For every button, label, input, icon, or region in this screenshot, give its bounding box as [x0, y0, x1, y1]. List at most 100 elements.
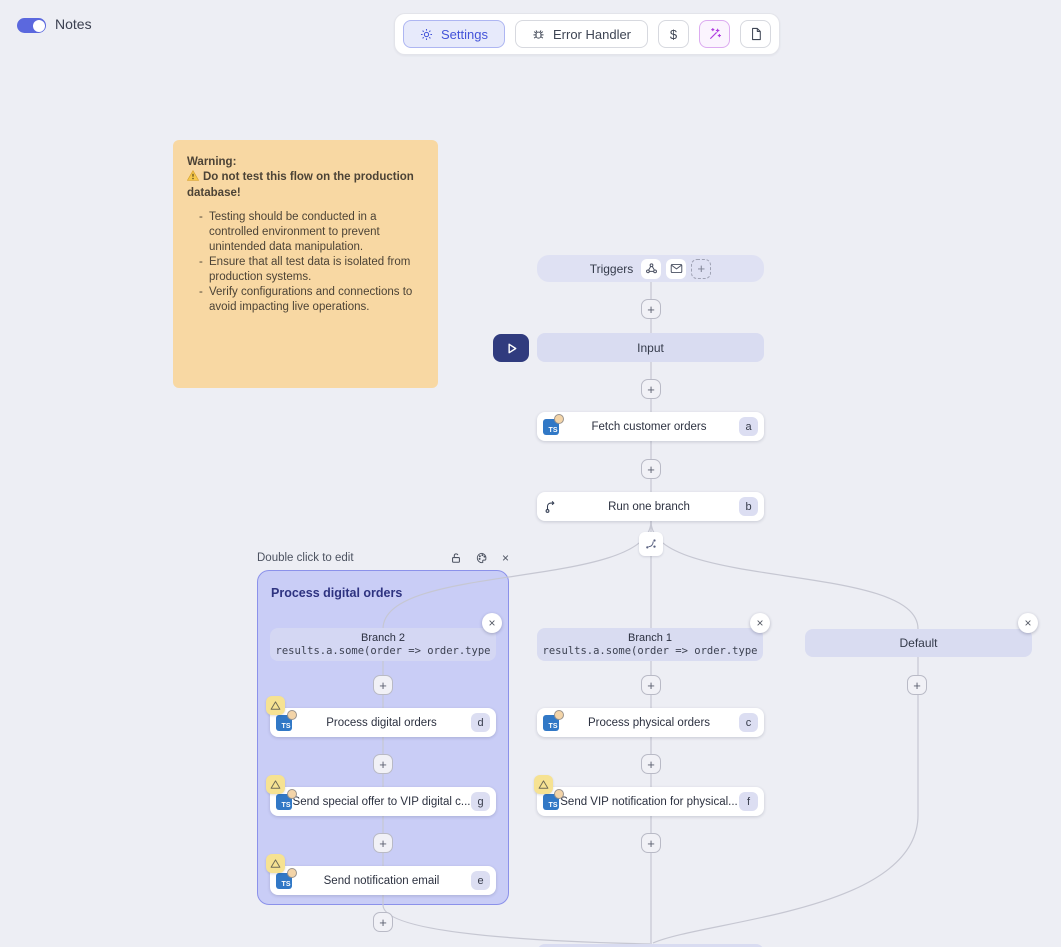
warning-note-title: Warning:: [187, 154, 424, 170]
add-step-button[interactable]: +: [641, 379, 661, 399]
node-fetch-customer-orders[interactable]: TS Fetch customer orders a: [537, 412, 764, 441]
emoji-badge-icon: [287, 710, 297, 720]
triggers-label: Triggers: [590, 262, 634, 276]
default-close-button[interactable]: ×: [1018, 613, 1038, 633]
emoji-badge-icon: [554, 414, 564, 424]
add-step-button[interactable]: +: [641, 299, 661, 319]
notes-label: Notes: [55, 16, 92, 32]
notes-toggle[interactable]: [17, 18, 46, 33]
node-process-digital-orders[interactable]: TS Process digital orders d: [270, 708, 496, 737]
group-close-button[interactable]: ×: [502, 551, 509, 565]
warning-bullet: Ensure that all test data is isolated fr…: [199, 255, 424, 285]
branch1-close-button[interactable]: ×: [750, 613, 770, 633]
input-node[interactable]: Input: [537, 333, 764, 362]
settings-button[interactable]: Settings: [403, 20, 505, 48]
file-icon: [750, 27, 762, 41]
play-icon: [504, 341, 519, 356]
add-step-button[interactable]: +: [641, 459, 661, 479]
node-label: Send VIP notification for physical...: [559, 796, 739, 808]
plus-icon: +: [647, 303, 655, 316]
node-label: Run one branch: [559, 501, 739, 513]
add-step-button[interactable]: +: [641, 754, 661, 774]
input-node-label: Input: [637, 341, 664, 355]
branch2-condition: results.a.some(order => order.type: [276, 645, 491, 658]
gear-icon: [420, 28, 433, 41]
branch-split-icon[interactable]: [639, 532, 663, 556]
branch2-close-button[interactable]: ×: [482, 613, 502, 633]
typescript-icon: TS: [543, 715, 559, 731]
default-branch-header[interactable]: Default: [805, 629, 1032, 657]
emoji-badge-icon: [287, 868, 297, 878]
close-icon: ×: [756, 616, 763, 630]
node-send-notification-email[interactable]: TS Send notification email e: [270, 866, 496, 895]
dollar-icon: $: [670, 27, 677, 42]
node-label: Send notification email: [292, 875, 471, 887]
node-send-vip-notification[interactable]: TS Send VIP notification for physical...…: [537, 787, 764, 816]
branch1-header[interactable]: Branch 1 results.a.some(order => order.t…: [537, 628, 763, 661]
plus-icon: +: [379, 916, 387, 929]
node-label: Fetch customer orders: [559, 421, 739, 433]
typescript-icon: TS: [543, 794, 559, 810]
group-process-digital-orders[interactable]: Process digital orders: [257, 570, 509, 905]
plus-icon: +: [379, 679, 387, 692]
triggers-bar[interactable]: Triggers +: [537, 255, 764, 282]
email-trigger-button[interactable]: [666, 259, 686, 279]
warning-badge-icon: [266, 775, 285, 794]
node-result-badge: b: [739, 497, 758, 516]
node-run-one-branch[interactable]: Run one branch b: [537, 492, 764, 521]
error-handler-label: Error Handler: [553, 27, 631, 42]
bug-icon: [532, 28, 545, 41]
add-step-button[interactable]: +: [373, 675, 393, 695]
plus-icon: +: [647, 463, 655, 476]
plus-icon: +: [697, 261, 705, 276]
lock-open-icon: [450, 552, 462, 564]
wand-icon: [708, 27, 722, 41]
add-step-button[interactable]: +: [641, 675, 661, 695]
branch2-header[interactable]: Branch 2 results.a.some(order => order.t…: [270, 628, 496, 661]
emoji-badge-icon: [554, 710, 564, 720]
node-label: Send special offer to VIP digital c...: [292, 796, 471, 808]
node-label: Process physical orders: [559, 717, 739, 729]
warning-badge-icon: [266, 696, 285, 715]
close-icon: ×: [488, 616, 495, 630]
add-step-button[interactable]: +: [373, 912, 393, 932]
warning-bullet-list: Testing should be conducted in a control…: [199, 210, 424, 315]
currency-button[interactable]: $: [658, 20, 689, 48]
add-trigger-button[interactable]: +: [691, 259, 711, 279]
warning-triangle-icon: [187, 170, 199, 186]
default-branch-title: Default: [899, 636, 937, 650]
node-result-badge: e: [471, 871, 490, 890]
group-title: Process digital orders: [271, 586, 402, 600]
settings-label: Settings: [441, 27, 488, 42]
node-result-badge: f: [739, 792, 758, 811]
new-file-button[interactable]: [740, 20, 771, 48]
plus-icon: +: [647, 679, 655, 692]
branch1-title: Branch 1: [628, 632, 672, 645]
magic-wand-button[interactable]: [699, 20, 730, 48]
node-send-special-offer[interactable]: TS Send special offer to VIP digital c..…: [270, 787, 496, 816]
add-step-button[interactable]: +: [641, 833, 661, 853]
warning-note[interactable]: Warning: Do not test this flow on the pr…: [173, 140, 438, 388]
typescript-icon: TS: [276, 873, 292, 889]
error-handler-button[interactable]: Error Handler: [515, 20, 648, 48]
run-flow-button[interactable]: [493, 334, 529, 362]
add-step-button[interactable]: +: [373, 754, 393, 774]
plus-icon: +: [647, 383, 655, 396]
plus-icon: +: [647, 837, 655, 850]
add-step-button[interactable]: +: [907, 675, 927, 695]
add-step-button[interactable]: +: [373, 833, 393, 853]
lock-button[interactable]: [450, 552, 462, 564]
branch2-title: Branch 2: [361, 632, 405, 645]
palette-icon: [476, 552, 488, 564]
plus-icon: +: [913, 679, 921, 692]
plus-icon: +: [379, 758, 387, 771]
node-process-physical-orders[interactable]: TS Process physical orders c: [537, 708, 764, 737]
node-result-badge: g: [471, 792, 490, 811]
node-result-badge: a: [739, 417, 758, 436]
palette-button[interactable]: [476, 552, 488, 564]
plus-icon: +: [379, 837, 387, 850]
emoji-badge-icon: [554, 789, 564, 799]
webhook-trigger-button[interactable]: [641, 259, 661, 279]
